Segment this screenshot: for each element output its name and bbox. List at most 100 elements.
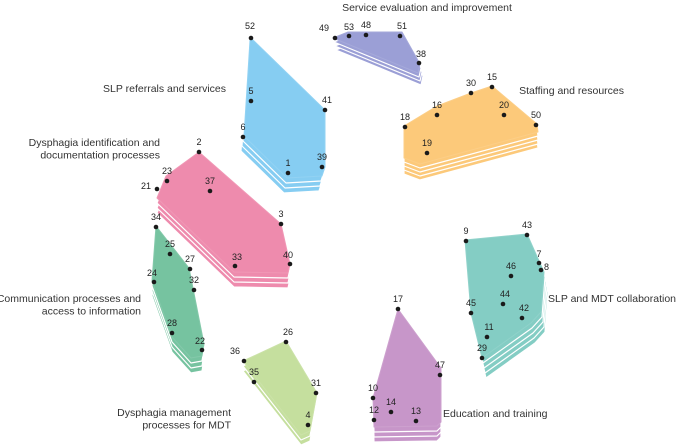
statement-point [283, 339, 289, 345]
statement-number: 19 [422, 138, 432, 148]
statement-number: 46 [506, 261, 516, 271]
statement-number: 6 [240, 122, 245, 132]
statement-point [479, 355, 485, 361]
cluster-label-line: Staffing and resources [519, 85, 624, 97]
statement-number: 24 [147, 268, 157, 278]
cluster-shape [151, 225, 205, 359]
statement-number: 23 [162, 166, 172, 176]
statement-point [437, 372, 443, 378]
statement-point [424, 150, 430, 156]
statement-number: 43 [522, 220, 532, 230]
statement-point [199, 347, 205, 353]
statement-number: 27 [185, 254, 195, 264]
statement-point [240, 134, 246, 140]
cluster-label-line: SLP referrals and services [103, 83, 226, 95]
statement-number: 8 [544, 262, 549, 272]
statement-number: 2 [196, 137, 201, 147]
cluster-shape [372, 308, 442, 428]
statement-point [251, 379, 257, 385]
statement-point [169, 330, 175, 336]
statement-number: 5 [248, 86, 253, 96]
cluster-label-line: SLP and MDT collaboration [548, 293, 676, 305]
statement-number: 45 [466, 298, 476, 308]
statement-point [533, 122, 539, 128]
statement-number: 49 [319, 23, 329, 33]
statement-number: 48 [361, 20, 371, 30]
cluster-label: Education and training [443, 408, 548, 420]
statement-point [370, 395, 376, 401]
statement-number: 14 [386, 397, 396, 407]
statement-point [285, 170, 291, 176]
statement-number: 7 [536, 249, 541, 259]
statement-point [468, 310, 474, 316]
statement-point [196, 149, 202, 155]
statement-point [468, 90, 474, 96]
statement-point [501, 112, 507, 118]
statement-point [508, 273, 514, 279]
statement-point [313, 390, 319, 396]
statement-number: 20 [499, 100, 509, 110]
statement-number: 10 [368, 383, 378, 393]
statement-number: 29 [477, 343, 487, 353]
cluster-label-line: Education and training [443, 408, 548, 420]
cluster-shape [243, 37, 326, 179]
statement-point [207, 188, 213, 194]
statement-point [151, 279, 157, 285]
statement-number: 38 [416, 49, 426, 59]
statement-number: 11 [484, 322, 493, 332]
cluster-label-line: Dysphagia identification and [29, 137, 160, 149]
cluster-label-line: documentation processes [40, 150, 160, 162]
cluster-shape [464, 233, 545, 359]
cluster-label: Service evaluation and improvement [342, 2, 512, 14]
statement-number: 25 [165, 239, 175, 249]
cluster-communication: 34 25 27 24 32 28 22 Communication processes an… [0, 212, 205, 374]
statement-point [388, 409, 394, 415]
cluster-shape [242, 340, 318, 436]
statement-number: 39 [317, 152, 327, 162]
cluster-shape [156, 151, 291, 274]
statement-number: 47 [435, 360, 445, 370]
statement-number: 32 [189, 275, 199, 285]
cluster-label: SLP referrals and services [103, 83, 226, 95]
cluster-label-line: access to information [42, 306, 141, 318]
statement-point [164, 178, 170, 184]
statement-point [524, 232, 530, 238]
statement-number: 35 [249, 367, 259, 377]
cluster-label-line: processes for MDT [142, 420, 231, 432]
statement-number: 17 [393, 294, 403, 304]
statement-point [154, 186, 160, 192]
statement-number: 31 [311, 378, 321, 388]
statement-point [484, 334, 490, 340]
statement-number: 15 [487, 72, 497, 82]
statement-number: 41 [322, 95, 332, 105]
statement-number: 50 [531, 110, 541, 120]
statement-point [319, 164, 325, 170]
statement-point [536, 260, 542, 266]
statement-point [519, 315, 525, 321]
statement-number: 28 [167, 318, 177, 328]
statement-number: 18 [400, 112, 410, 122]
statement-number: 40 [283, 250, 293, 260]
statement-point [248, 98, 254, 104]
statement-point [402, 124, 408, 130]
statement-number: 22 [195, 336, 205, 346]
statement-point [416, 60, 422, 66]
statement-point [371, 417, 377, 423]
statement-number: 30 [466, 78, 476, 88]
statement-number: 42 [519, 303, 529, 313]
statement-point [363, 32, 369, 38]
cluster-label-line: Communication processes and [0, 293, 141, 305]
statement-point [241, 358, 247, 364]
statement-number: 1 [285, 158, 290, 168]
statement-number: 44 [500, 289, 510, 299]
statement-number: 34 [151, 212, 161, 222]
statement-point [305, 422, 311, 428]
cluster-shape [332, 31, 421, 74]
statement-point [167, 251, 173, 257]
